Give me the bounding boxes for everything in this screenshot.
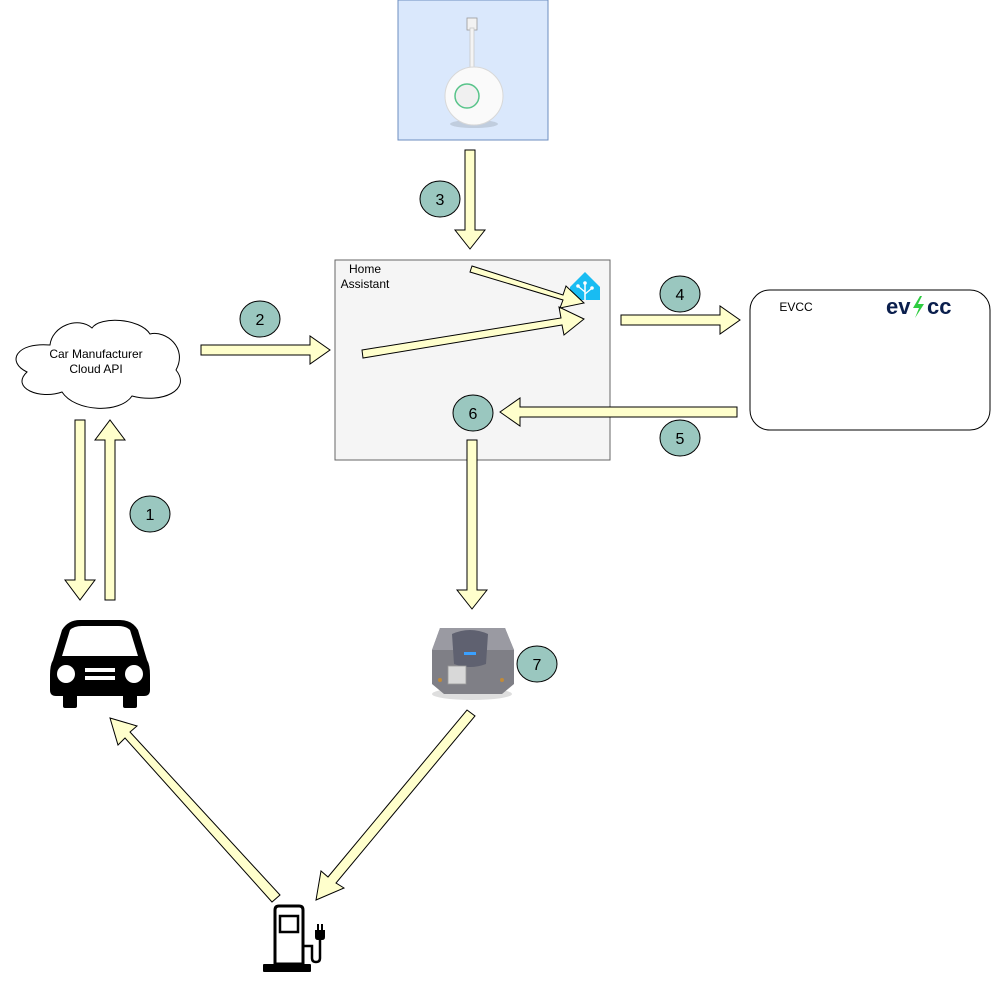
evcc-label: EVCC <box>779 300 813 314</box>
charging-station-icon <box>263 904 325 972</box>
badge-6-label: 6 <box>469 406 478 423</box>
arrow-ha-to-hub <box>455 439 489 610</box>
badge-7-label: 7 <box>533 657 542 674</box>
car-icon <box>50 620 150 708</box>
evcc-logo-text-left: ev <box>886 294 911 319</box>
chromecast-device <box>397 0 549 141</box>
arrow-cloud-to-ha <box>200 335 331 365</box>
badge-4-label: 4 <box>676 287 685 304</box>
badge-5: 5 <box>659 419 701 457</box>
badge-1-label: 1 <box>146 507 155 524</box>
badge-2: 2 <box>239 300 281 338</box>
car-manufacturer-cloud: Car Manufacturer Cloud API <box>15 319 181 409</box>
ha-label-line2: Assistant <box>341 277 390 291</box>
evcc-logo: ev cc <box>886 294 951 319</box>
arrow-ha-internal-from-badge3 <box>469 265 586 309</box>
evcc-logo-text-right: cc <box>927 294 951 319</box>
arrow-ha-internal-from-badge2 <box>361 306 585 359</box>
arrow-car-to-cloud <box>94 419 126 601</box>
smart-hub-device-icon <box>432 628 514 700</box>
arrow-chromecast-to-ha <box>453 149 487 250</box>
arrow-hub-to-charger <box>315 709 476 901</box>
evcc-box: EVCC ev cc <box>749 289 991 431</box>
badge-3-label: 3 <box>436 192 445 209</box>
cloud-label-line1: Car Manufacturer <box>49 347 142 361</box>
badge-7: 7 <box>516 645 558 683</box>
ha-label-line1: Home <box>349 262 381 276</box>
badge-3: 3 <box>419 180 461 218</box>
badge-6: 6 <box>452 394 494 432</box>
badge-5-label: 5 <box>676 431 685 448</box>
arrow-charger-to-car <box>109 717 281 903</box>
chromecast-device-icon <box>444 17 504 128</box>
home-assistant-logo-icon <box>570 272 600 300</box>
arrow-ha-to-evcc <box>620 305 741 335</box>
evcc-bolt-icon <box>913 296 924 318</box>
arrow-evcc-to-ha <box>499 397 738 427</box>
arrow-cloud-to-car <box>64 419 96 601</box>
cloud-label-line2: Cloud API <box>69 362 122 376</box>
badge-2-label: 2 <box>256 312 265 329</box>
badge-4: 4 <box>659 275 701 313</box>
badge-1: 1 <box>129 495 171 533</box>
